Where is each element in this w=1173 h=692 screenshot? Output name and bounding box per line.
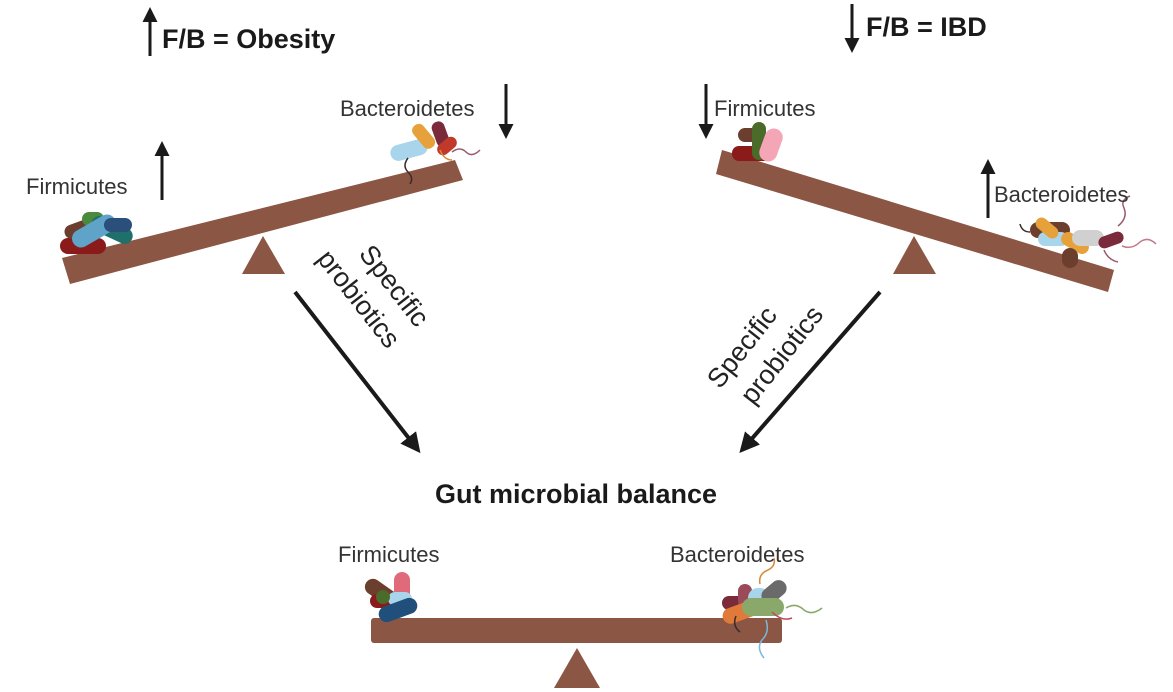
left-probiotics-arrow: Specific probiotics	[293, 239, 435, 454]
balance-seesaw: Firmicutes Bacteroidetes	[338, 542, 823, 688]
bacteria-cluster-icon	[732, 122, 783, 162]
obesity-title-group: F/B = Obesity	[142, 7, 335, 56]
obesity-title: F/B = Obesity	[162, 24, 335, 54]
probiotics-text: Specific probiotics	[701, 300, 829, 410]
firmicutes-label: Firmicutes	[338, 542, 439, 567]
probiotics-arrow	[739, 290, 882, 454]
firmicutes-label: Firmicutes	[26, 174, 127, 199]
fulcrum	[242, 236, 285, 274]
bacteria-cluster-icon	[722, 557, 823, 659]
right-probiotics-arrow: Specific probiotics	[701, 290, 882, 454]
firmicutes-label: Firmicutes	[714, 96, 815, 121]
bacteroidetes-label: Bacteroidetes	[994, 182, 1129, 207]
fulcrum	[893, 236, 936, 274]
bacteria-cluster-icon	[390, 121, 481, 185]
probiotics-arrow	[293, 290, 421, 454]
ibd-title-group: F/B = IBD	[844, 4, 987, 53]
fulcrum	[554, 648, 600, 688]
obesity-seesaw: Firmicutes Bacteroidetes	[26, 84, 514, 284]
bacteria-cluster-icon	[364, 572, 418, 623]
balance-title: Gut microbial balance	[435, 479, 717, 509]
ibd-seesaw: Firmicutes Bacteroidetes	[698, 84, 1157, 292]
seesaw-beam	[371, 618, 782, 643]
bacteria-cluster-icon	[1019, 195, 1157, 268]
bacteroidetes-label: Bacteroidetes	[670, 542, 805, 567]
bacteroidetes-label: Bacteroidetes	[340, 96, 475, 121]
seesaw-beam	[62, 160, 463, 284]
bacteria-cluster-icon	[60, 212, 133, 254]
seesaw-beam	[716, 150, 1114, 292]
ibd-title: F/B = IBD	[866, 12, 987, 42]
